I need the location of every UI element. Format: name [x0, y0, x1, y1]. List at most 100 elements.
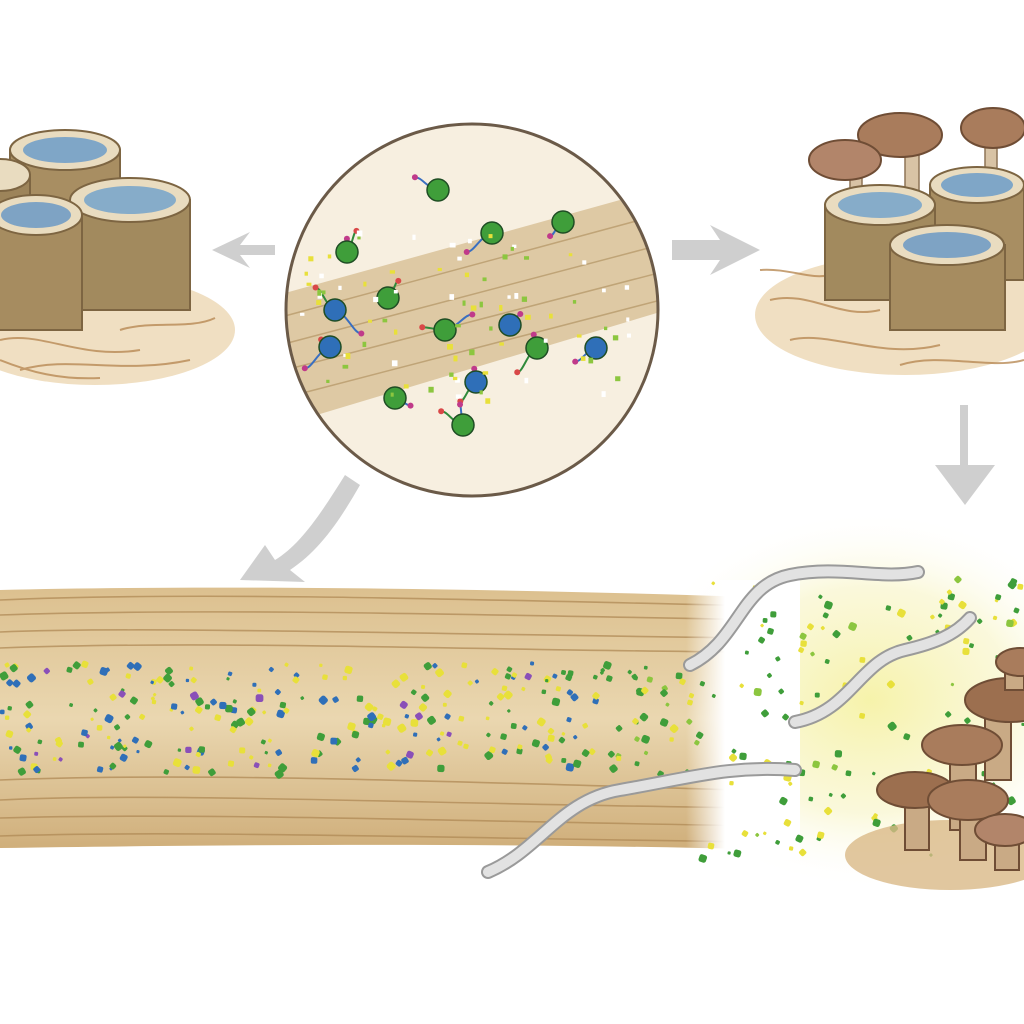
decomposition-particle — [436, 737, 441, 742]
log-right — [69, 199, 191, 311]
decomposition-particle — [739, 752, 747, 761]
decomposition-particle — [8, 746, 13, 750]
decomposition-particle — [551, 697, 561, 707]
decomposition-particle — [246, 707, 256, 717]
fiber-particle — [524, 256, 530, 260]
decomposition-particle — [9, 664, 18, 673]
decomposition-particle — [446, 731, 452, 737]
decomposition-particle — [43, 667, 50, 675]
fiber-particle — [488, 234, 493, 239]
decomposition-particle — [319, 663, 323, 668]
decomposition-particle — [798, 647, 805, 653]
decomposition-particle — [395, 759, 403, 767]
fiber-particle — [467, 238, 472, 244]
decomposition-particle — [267, 738, 272, 743]
decomposition-particle — [840, 793, 847, 799]
decomposition-particle — [832, 630, 841, 639]
decomposition-particle — [669, 737, 674, 742]
decomposition-particle — [342, 675, 348, 681]
mushroom-logs-icon — [808, 107, 1024, 331]
decomposition-particle — [318, 695, 328, 705]
decomposition-particle — [236, 717, 246, 727]
decomposition-particle — [260, 739, 266, 745]
decomposition-particle — [859, 657, 866, 663]
decomposition-particle — [635, 688, 641, 693]
decomposition-particle — [937, 613, 943, 618]
decomposition-particle — [432, 663, 438, 669]
decomposition-particle — [139, 713, 146, 720]
fiber-particle — [452, 376, 458, 381]
arrow-down-right — [935, 405, 995, 505]
molecule-tail-end — [517, 311, 524, 318]
molecule-node — [464, 370, 488, 394]
wood-fiber-band — [286, 200, 658, 420]
decomposition-particle — [461, 662, 468, 669]
decomposition-particle — [172, 758, 182, 768]
decomposition-particle — [582, 722, 589, 729]
decomposition-particle — [180, 710, 185, 715]
decomposition-particle — [227, 671, 233, 677]
decomposition-particle — [500, 733, 507, 740]
decomposition-particle — [992, 615, 998, 621]
decomposition-particle — [123, 744, 127, 748]
decomposition-particle — [418, 703, 428, 712]
decomposition-particle — [52, 757, 57, 761]
decomposition-particle — [488, 746, 496, 754]
decomposition-particle — [364, 702, 374, 712]
decomposition-particle — [808, 796, 814, 802]
decomposition-particle — [118, 690, 126, 698]
decomposition-particle — [903, 733, 911, 741]
decomposition-particle — [871, 771, 876, 776]
fiber-particle — [464, 272, 470, 278]
fiber-particle — [576, 334, 582, 338]
decomposition-particle — [311, 748, 320, 758]
decomposition-particle — [13, 745, 22, 754]
decomposition-particle — [603, 661, 612, 670]
decomposition-particle — [204, 704, 211, 710]
decomposition-particle — [766, 672, 772, 678]
fiber-particle — [549, 313, 553, 319]
decomposition-particle — [104, 714, 114, 724]
decomposition-particle — [185, 678, 190, 683]
magnified-wood-fiber — [284, 122, 660, 498]
decomposition-particle — [413, 732, 418, 737]
decomposition-particle — [268, 666, 274, 673]
decomposition-particle — [799, 700, 804, 706]
decomposition-particle — [711, 693, 716, 698]
fiber-particle — [525, 314, 531, 320]
log-stumps-icon — [0, 129, 191, 331]
decomposition-particle — [646, 676, 653, 683]
decomposition-particle — [688, 692, 695, 699]
molecule-tail-end — [469, 311, 476, 318]
decomposition-particle — [124, 714, 131, 720]
molecule-node — [383, 386, 407, 410]
decomposition-particle — [511, 672, 518, 678]
decomposition-particle — [410, 719, 419, 727]
fiber-particle — [479, 390, 483, 395]
decomposition-particle — [810, 651, 815, 657]
mushroom-cluster-top — [808, 107, 1024, 211]
decomposition-particle — [423, 662, 432, 671]
decomposition-particle — [506, 666, 513, 673]
decomposition-particle — [185, 746, 192, 754]
decomposition-particle — [887, 721, 897, 731]
decomposition-particle — [344, 665, 353, 675]
decomposition-particle — [820, 625, 825, 631]
decomposition-particle — [386, 761, 396, 771]
decomposition-particle — [939, 599, 945, 605]
decomposition-particle — [524, 672, 532, 681]
log-mid-left-water — [838, 192, 922, 218]
decomposition-particle — [457, 740, 463, 746]
magnifier-rim — [284, 122, 660, 498]
molecule-tail-end — [514, 369, 521, 376]
decomposition-particle — [547, 734, 555, 742]
decomposition-particle — [545, 756, 553, 764]
decomposition-particle — [69, 703, 74, 708]
decomposition-particle — [72, 661, 81, 670]
decomposition-particle — [698, 854, 708, 863]
decomposition-particle — [679, 678, 686, 686]
fiber-particle — [428, 386, 434, 393]
decomposition-particle — [547, 727, 555, 735]
decomposition-particle — [214, 714, 222, 722]
decomposition-particle — [555, 686, 561, 692]
